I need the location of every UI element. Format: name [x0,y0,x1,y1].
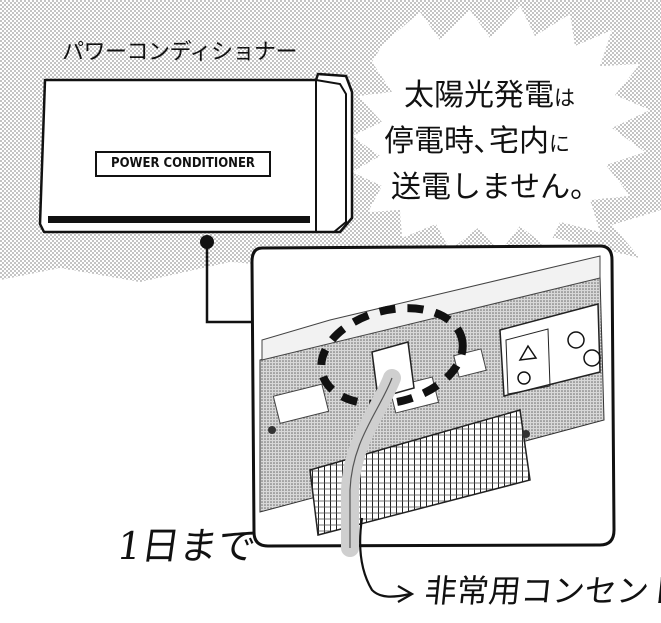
outlet-highlight [317,304,467,408]
cable-connector [200,235,214,249]
power-conditioner-label: パワーコンディショナー [62,40,297,65]
callout-line-2-small: に [549,132,570,156]
device-base-bar [48,216,310,223]
device-nameplate: POWER CONDITIONER [95,151,271,177]
outlet-arrow [359,517,411,598]
callout-line-1-small: は [554,86,575,110]
emergency-outlet-label: 非常用コンセント [422,572,661,610]
callout-line-1: 太陽光発電は [404,70,575,114]
outlet-photo [250,244,616,557]
connecting-cable [205,248,262,324]
callout-line-3: 送電しません。 [391,170,601,205]
callout-burst [352,6,650,252]
handwritten-note: 1日まで [114,524,259,568]
callout-line-2-main: 停電時､宅内 [384,124,549,159]
callout-line-2: 停電時､宅内に [384,116,570,160]
callout-line-1-main: 太陽光発電 [404,78,554,113]
